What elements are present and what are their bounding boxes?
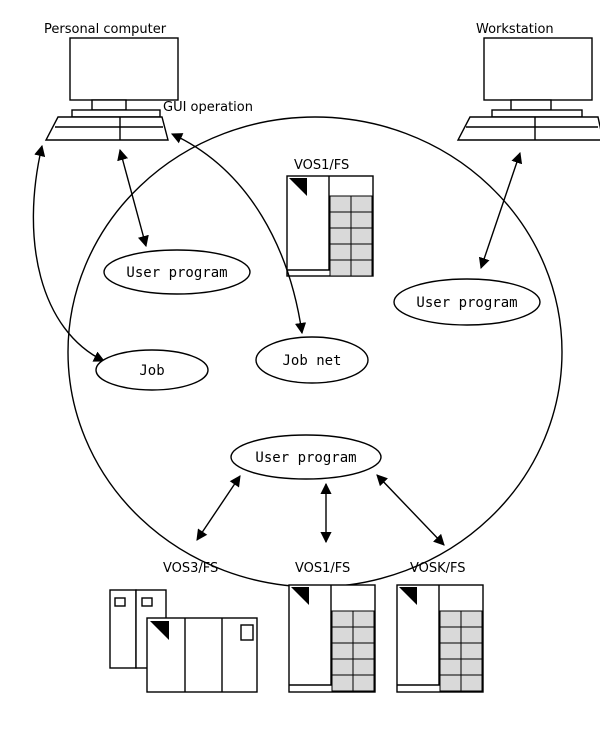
storage-cell — [350, 195, 373, 213]
storage-cell — [350, 259, 373, 277]
vos3-fs-device-icon — [109, 589, 258, 693]
personal-computer-icon — [44, 37, 179, 141]
storage-cell — [439, 642, 462, 660]
storage-cell — [460, 642, 483, 660]
storage-cell — [352, 642, 375, 660]
storage-cell — [439, 674, 462, 692]
storage-cell — [352, 626, 375, 644]
storage-cell — [460, 674, 483, 692]
vos1-fs-bottom-label: VOS1/FS — [295, 561, 350, 576]
arrow-workstation-to-user-program — [478, 151, 523, 270]
storage-cell — [439, 658, 462, 676]
storage-cell — [331, 610, 354, 628]
gui-operation-label: GUI operation — [163, 100, 253, 115]
arrow-vos3-to-user-program — [196, 475, 241, 541]
vos1-fs-top-storage-icon — [286, 175, 374, 277]
user-program-bottom-text: User program — [255, 450, 356, 466]
storage-cell — [331, 674, 354, 692]
job-net-node: Job net — [255, 336, 369, 384]
arrow-vosk-to-user-program — [376, 474, 445, 546]
storage-cell — [460, 658, 483, 676]
workstation-label: Workstation — [476, 22, 554, 37]
storage-cell — [460, 626, 483, 644]
user-program-bottom-node: User program — [230, 434, 382, 480]
arrow-pc-to-user-program — [117, 148, 149, 248]
storage-cell — [352, 610, 375, 628]
vos1-fs-bottom-storage-icon — [288, 584, 376, 693]
storage-cell — [331, 626, 354, 644]
arrow-gui-to-job-net — [170, 133, 307, 335]
storage-cell — [439, 626, 462, 644]
storage-cell — [350, 227, 373, 245]
storage-cell — [331, 658, 354, 676]
storage-cell — [460, 610, 483, 628]
vosk-fs-label: VOSK/FS — [410, 561, 466, 576]
storage-cell — [329, 243, 352, 261]
job-text: Job — [139, 363, 164, 379]
vos3-fs-label: VOS3/FS — [163, 561, 218, 576]
storage-cell — [350, 211, 373, 229]
job-node: Job — [95, 349, 209, 391]
user-program-left-node: User program — [103, 249, 251, 295]
user-program-right-node: User program — [393, 278, 541, 326]
vos1-fs-top-label: VOS1/FS — [294, 158, 349, 173]
storage-cell — [329, 195, 352, 213]
personal-computer-label: Personal computer — [44, 22, 167, 37]
storage-cell — [329, 211, 352, 229]
workstation-icon — [456, 37, 600, 141]
storage-cell — [439, 610, 462, 628]
storage-cell — [329, 227, 352, 245]
user-program-left-text: User program — [126, 265, 227, 281]
storage-cell — [350, 243, 373, 261]
storage-cell — [352, 658, 375, 676]
arrow-pc-to-job — [32, 144, 106, 362]
storage-cell — [331, 642, 354, 660]
storage-cell — [329, 259, 352, 277]
user-program-right-text: User program — [416, 295, 517, 311]
storage-cell — [352, 674, 375, 692]
job-net-text: Job net — [282, 353, 341, 369]
vosk-fs-storage-icon — [396, 584, 484, 693]
